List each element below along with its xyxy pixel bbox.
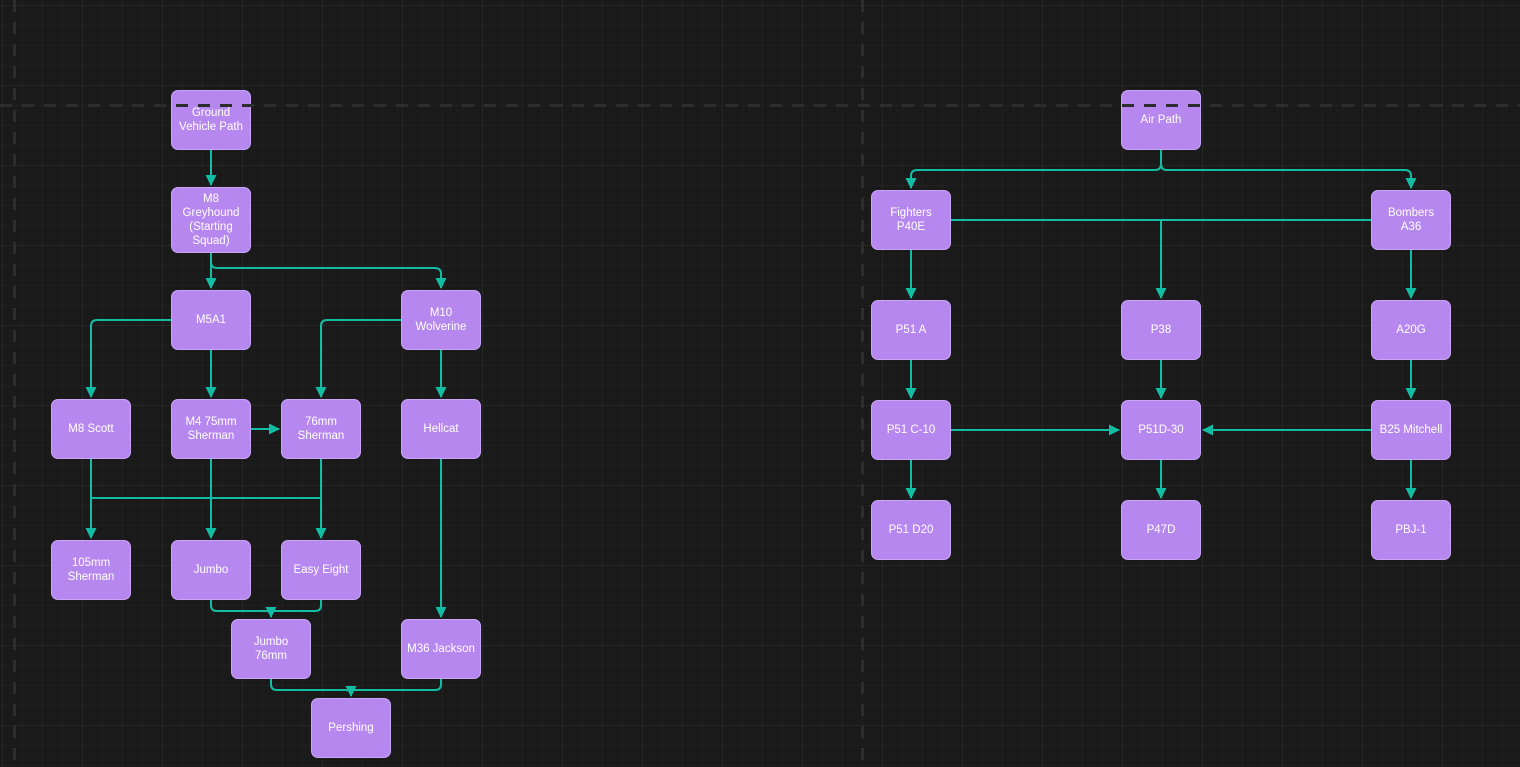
node-m36-jackson[interactable]: M36 Jackson [401, 619, 481, 679]
node-label: Ground Vehicle Path [179, 107, 243, 133]
node-m8-greyhound[interactable]: M8 Greyhound (Starting Squad) [171, 187, 251, 253]
node-m10-wolverine[interactable]: M10 Wolverine [401, 290, 481, 350]
node-p51d-30[interactable]: P51D-30 [1121, 400, 1201, 460]
node-label: P51 C-10 [886, 424, 936, 436]
edge-jumbo-76mm-to-pershing[interactable] [270, 679, 357, 697]
edge-m8-greyhound-to-m10-wolverine[interactable] [210, 253, 447, 289]
node-label: M4 75mm Sherman [185, 416, 237, 442]
node-label: Bombers A36 [1387, 207, 1435, 233]
node-label: M8 Scott [68, 423, 114, 435]
edge-m36-jackson-to-pershing[interactable] [351, 679, 442, 691]
node-fighters-p40e[interactable]: Fighters P40E [871, 190, 951, 250]
node-label: Jumbo [193, 564, 229, 576]
edge-air-path-to-bombers-a36[interactable] [1160, 150, 1417, 189]
node-easy-eight[interactable]: Easy Eight [281, 540, 361, 600]
node-jumbo-76mm[interactable]: Jumbo 76mm [231, 619, 311, 679]
edge-m5a1-to-m8-scott[interactable] [85, 319, 171, 398]
node-label: Easy Eight [293, 564, 349, 576]
node-label: Air Path [1140, 114, 1182, 126]
node-pbj-1[interactable]: PBJ-1 [1371, 500, 1451, 560]
node-a20g[interactable]: A20G [1371, 300, 1451, 360]
node-label: P47D [1146, 524, 1176, 536]
node-p47d[interactable]: P47D [1121, 500, 1201, 560]
node-label: P51 A [895, 324, 927, 336]
edge-m10-wolverine-to-76mm-sherman[interactable] [315, 319, 401, 398]
node-label: A20G [1396, 324, 1426, 336]
node-p51-a[interactable]: P51 A [871, 300, 951, 360]
node-76mm-sherman[interactable]: 76mm Sherman [281, 399, 361, 459]
node-label: M36 Jackson [407, 643, 475, 655]
node-label: Hellcat [423, 423, 459, 435]
edge-easy-eight-to-jumbo-76mm[interactable] [271, 600, 322, 612]
node-m4-75mm-sherman[interactable]: M4 75mm Sherman [171, 399, 251, 459]
node-label: P51 D20 [888, 524, 934, 536]
node-label: M5A1 [195, 314, 227, 326]
edge-jumbo-to-jumbo-76mm[interactable] [210, 600, 277, 618]
node-label: Jumbo 76mm [253, 636, 289, 662]
node-jumbo[interactable]: Jumbo [171, 540, 251, 600]
node-m5a1[interactable]: M5A1 [171, 290, 251, 350]
node-label: M8 Greyhound (Starting Squad) [182, 193, 240, 247]
node-air-path[interactable]: Air Path [1121, 90, 1201, 150]
node-hellcat[interactable]: Hellcat [401, 399, 481, 459]
node-p51-d20[interactable]: P51 D20 [871, 500, 951, 560]
node-label: B25 Mitchell [1379, 424, 1443, 436]
node-pershing[interactable]: Pershing [311, 698, 391, 758]
node-p38[interactable]: P38 [1121, 300, 1201, 360]
node-ground-vehicle-path[interactable]: Ground Vehicle Path [171, 90, 251, 150]
node-p51-c-10[interactable]: P51 C-10 [871, 400, 951, 460]
node-label: P38 [1150, 324, 1172, 336]
node-label: 76mm Sherman [297, 416, 345, 442]
node-label: PBJ-1 [1395, 524, 1427, 536]
node-105mm-sherman[interactable]: 105mm Sherman [51, 540, 131, 600]
node-label: Pershing [328, 722, 374, 734]
node-label: M10 Wolverine [415, 307, 467, 333]
node-m8-scott[interactable]: M8 Scott [51, 399, 131, 459]
node-bombers-a36[interactable]: Bombers A36 [1371, 190, 1451, 250]
node-label: Fighters P40E [890, 207, 932, 233]
node-label: 105mm Sherman [67, 557, 115, 583]
node-label: P51D-30 [1138, 424, 1184, 436]
node-b25-mitchell[interactable]: B25 Mitchell [1371, 400, 1451, 460]
